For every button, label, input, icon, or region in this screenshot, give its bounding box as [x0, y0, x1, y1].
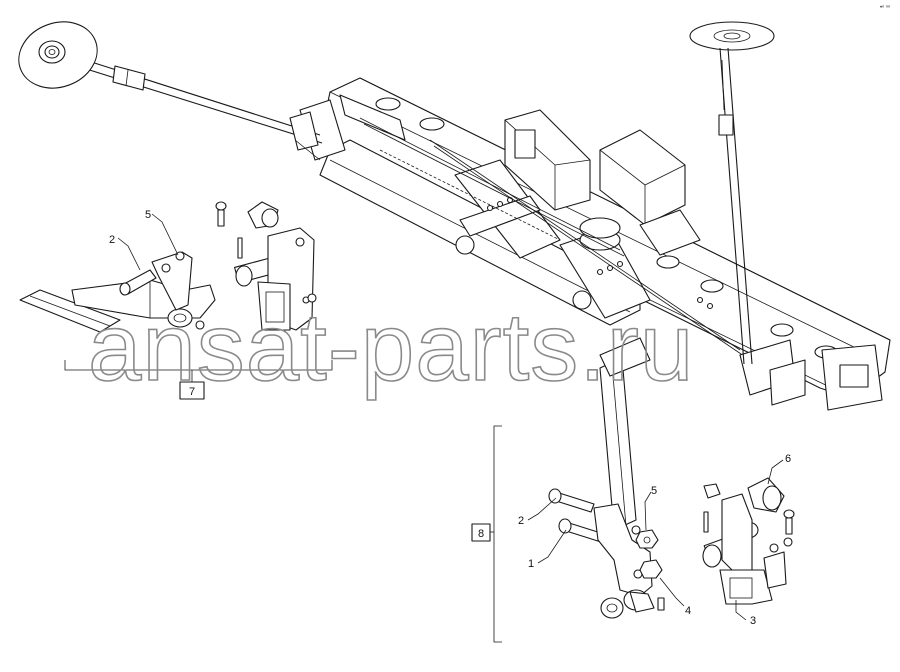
- callout-right-6: 6: [785, 453, 791, 465]
- right-marker-disc: [689, 21, 775, 51]
- callout-left-5: 5: [145, 209, 151, 221]
- callout-right-2: 2: [518, 515, 524, 527]
- callout-right-1: 1: [528, 558, 534, 570]
- callout-right-3: 3: [750, 615, 756, 627]
- corner-mark: •ⁿ ⁿⁿ: [880, 4, 890, 11]
- group-8-label: 8: [478, 528, 484, 540]
- callout-right-4: 4: [685, 605, 691, 617]
- group-8-box: [471, 523, 491, 542]
- group-7-box: [179, 381, 205, 400]
- left-marker-disc: [18, 21, 98, 89]
- group-8-parts: [548, 477, 795, 619]
- callout-left-2: 2: [109, 234, 115, 246]
- callout-labels: 2 5 6 5 2 1 4 3: [109, 209, 791, 627]
- group-7-label: 7: [189, 386, 195, 398]
- right-marker-arm: [718, 47, 753, 365]
- left-marker-arm: [59, 51, 323, 161]
- watermark: ansat-parts.ru: [88, 294, 694, 401]
- callout-right-5: 5: [651, 485, 657, 497]
- group-7-bracket: 7: [64, 360, 333, 400]
- group-8-bracket: 8: [471, 425, 502, 643]
- lower-vertical-arm: [599, 337, 651, 531]
- leader-lines: [117, 213, 784, 621]
- main-frame: [299, 77, 891, 411]
- group-7-parts: [19, 201, 317, 333]
